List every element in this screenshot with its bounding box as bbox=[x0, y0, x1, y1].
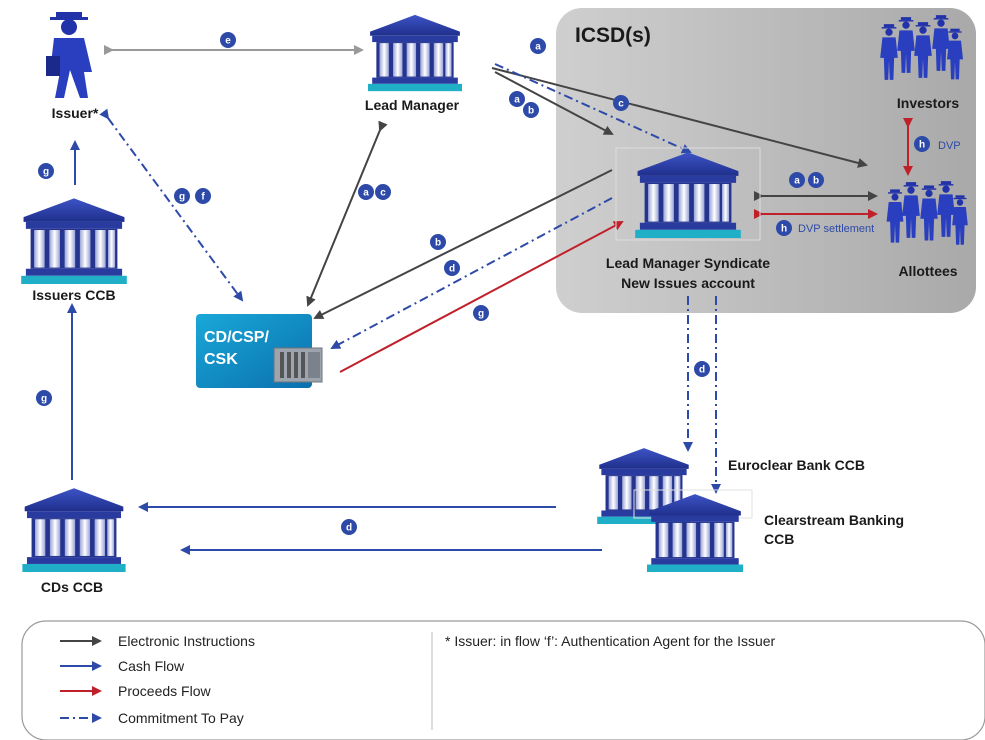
issuer-label: Issuer* bbox=[52, 105, 99, 121]
step-badge-letter: b bbox=[528, 106, 534, 117]
step-badge-d1: d bbox=[444, 260, 460, 276]
issuer-figure-icon bbox=[46, 12, 92, 98]
step-badge-letter: b bbox=[813, 176, 819, 187]
step-badge-letter: f bbox=[201, 192, 205, 203]
step-badge-circle bbox=[430, 234, 446, 250]
step-badge-letter: g bbox=[41, 394, 47, 405]
syndicate-frame bbox=[615, 147, 761, 241]
step-badge-circle bbox=[509, 91, 525, 107]
cd-label-line1: CD/CSP/ bbox=[204, 329, 269, 346]
cds-ccb-bank-icon bbox=[22, 488, 126, 572]
step-badge-b3: b bbox=[430, 234, 446, 250]
syndicate-label-line2: New Issues account bbox=[621, 275, 755, 291]
investors-label: Investors bbox=[897, 95, 959, 111]
allottees-label: Allottees bbox=[898, 263, 957, 279]
step-badge-letter: h bbox=[919, 140, 925, 151]
step-badge-circle bbox=[36, 390, 52, 406]
step-badge-letter: g bbox=[179, 192, 185, 203]
step-badge-circle bbox=[613, 95, 629, 111]
step-badge-letter: a bbox=[535, 42, 541, 53]
arrow-syndicate-cd bbox=[313, 169, 613, 319]
step-badge-b4: b bbox=[808, 172, 824, 188]
step-badge-c1: c bbox=[613, 95, 629, 111]
step-badge-circle bbox=[375, 184, 391, 200]
lead-manager-label: Lead Manager bbox=[365, 97, 460, 113]
cd-csp-csk-box bbox=[196, 314, 323, 388]
step-badge-letter: e bbox=[225, 36, 231, 47]
dvp-note: DVP bbox=[938, 140, 961, 152]
step-badge-d3: d bbox=[341, 519, 357, 535]
arrow-lm-syndicate-commit bbox=[494, 63, 692, 154]
step-badge-letter: h bbox=[781, 224, 787, 235]
step-badge-letter: a bbox=[363, 188, 369, 199]
syndicate-label-line1: Lead Manager Syndicate bbox=[606, 255, 770, 271]
arrow-lm-investors bbox=[491, 67, 868, 168]
dvp-settlement-note: DVP settlement bbox=[798, 223, 874, 235]
step-badge-circle bbox=[444, 260, 460, 276]
arrow-issuer-cd bbox=[99, 108, 244, 302]
step-badge-circle bbox=[530, 38, 546, 54]
legend-footnote: * Issuer: in flow ‘f’: Authentication Ag… bbox=[445, 633, 776, 649]
arrow-lm-syndicate bbox=[494, 71, 614, 135]
legend-label-electronic: Electronic Instructions bbox=[118, 633, 255, 649]
cd-label-line2: CSK bbox=[204, 351, 238, 368]
arrow-syndicate-cd-commit bbox=[330, 197, 613, 349]
step-badge-circle bbox=[789, 172, 805, 188]
step-badge-a1: a bbox=[530, 38, 546, 54]
arrow-lm-cd bbox=[306, 120, 388, 307]
issuers-ccb-label: Issuers CCB bbox=[32, 287, 115, 303]
step-badge-h2: h bbox=[776, 220, 792, 236]
step-badge-a4: a bbox=[789, 172, 805, 188]
step-badge-e: e bbox=[220, 32, 236, 48]
step-badge-d2: d bbox=[694, 361, 710, 377]
step-badge-circle bbox=[358, 184, 374, 200]
step-badge-circle bbox=[195, 188, 211, 204]
step-badge-a3: a bbox=[358, 184, 374, 200]
step-badge-letter: g bbox=[478, 309, 484, 320]
step-badge-letter: d bbox=[699, 365, 705, 376]
step-badge-circle bbox=[808, 172, 824, 188]
step-badge-g4: g bbox=[36, 390, 52, 406]
step-badge-circle bbox=[694, 361, 710, 377]
cds-ccb-label: CDs CCB bbox=[41, 579, 103, 595]
step-badge-g1: g bbox=[174, 188, 190, 204]
step-badge-circle bbox=[523, 102, 539, 118]
step-badge-letter: c bbox=[618, 99, 624, 110]
step-badge-letter: a bbox=[794, 176, 800, 187]
step-badge-circle bbox=[473, 305, 489, 321]
lead-manager-bank-icon bbox=[368, 14, 462, 92]
euroclear-label: Euroclear Bank CCB bbox=[728, 457, 865, 473]
step-badge-h1: h bbox=[914, 136, 930, 152]
legend-label-cash: Cash Flow bbox=[118, 658, 185, 674]
step-badge-circle bbox=[776, 220, 792, 236]
step-badge-letter: d bbox=[449, 264, 455, 275]
step-badge-circle bbox=[38, 163, 54, 179]
clearstream-label-line1: Clearstream Banking bbox=[764, 512, 904, 528]
arrow-cd-syndicate-proceeds bbox=[339, 221, 624, 373]
step-badge-a2: a bbox=[509, 91, 525, 107]
step-badge-f1: f bbox=[195, 188, 211, 204]
step-badge-letter: d bbox=[346, 523, 352, 534]
clearstream-label-line2: CCB bbox=[764, 531, 794, 547]
step-badge-circle bbox=[220, 32, 236, 48]
legend-label-commitment: Commitment To Pay bbox=[118, 710, 244, 726]
issuers-ccb-bank-icon bbox=[21, 198, 127, 284]
step-badge-letter: b bbox=[435, 238, 441, 249]
legend-box bbox=[21, 620, 985, 740]
step-badge-letter: c bbox=[380, 188, 386, 199]
step-badge-b2: b bbox=[523, 102, 539, 118]
step-badge-c2: c bbox=[375, 184, 391, 200]
icsd-title: ICSD(s) bbox=[575, 24, 651, 47]
step-badge-circle bbox=[914, 136, 930, 152]
step-badge-circle bbox=[174, 188, 190, 204]
step-badge-g3: g bbox=[473, 305, 489, 321]
legend-label-proceeds: Proceeds Flow bbox=[118, 683, 211, 699]
step-badge-g2: g bbox=[38, 163, 54, 179]
step-badge-letter: g bbox=[43, 167, 49, 178]
step-badge-letter: a bbox=[514, 95, 520, 106]
step-badge-circle bbox=[341, 519, 357, 535]
